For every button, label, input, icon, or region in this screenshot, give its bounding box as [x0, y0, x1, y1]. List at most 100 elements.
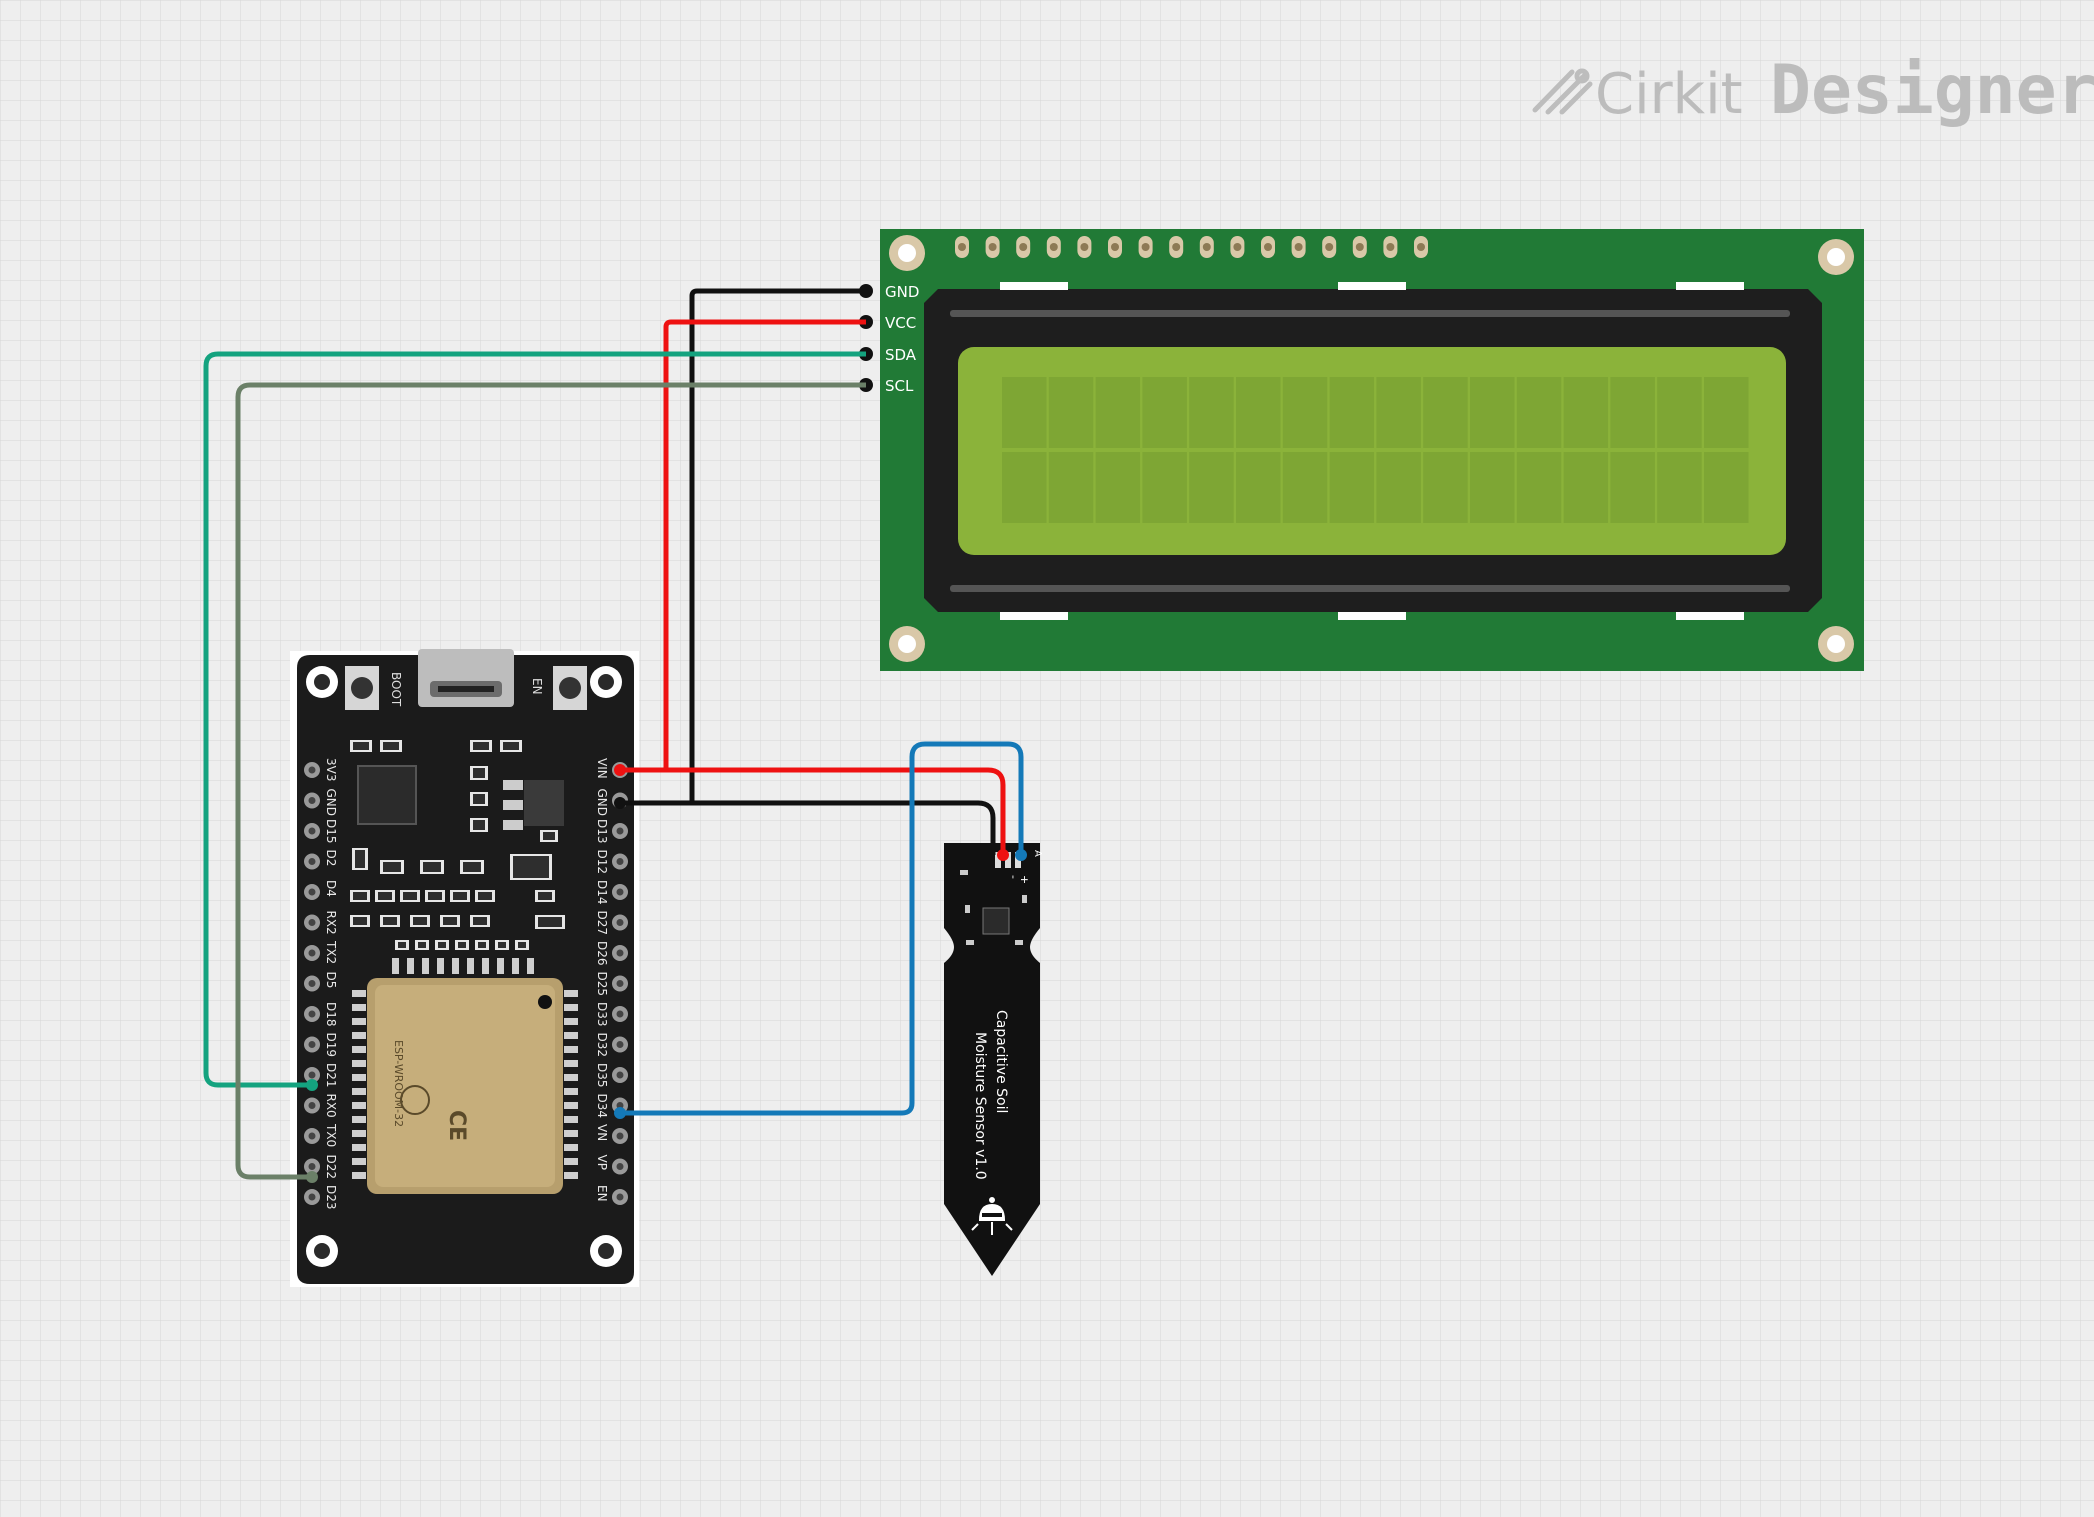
- esp32-pin-label: VIN: [595, 758, 609, 779]
- lcd-pin-label-scl: SCL: [885, 377, 914, 395]
- lcd-char-cell: [1002, 377, 1047, 448]
- esp32-pin-label: RX2: [324, 911, 338, 935]
- lcd-char-cell: [1657, 452, 1702, 523]
- en-button-label: EN: [530, 678, 544, 695]
- lcd-char-cell: [1095, 452, 1141, 523]
- lcd-module[interactable]: GND VCC SDA SCL: [859, 229, 1864, 671]
- esp32-pin-label: D14: [595, 880, 609, 905]
- esp32-pin-label: VP: [595, 1155, 609, 1170]
- dfrobot-logo-icon: [971, 1197, 1013, 1235]
- lcd-char-cell: [1423, 377, 1468, 448]
- esp-wroom-module: ESP-WROOM-32 CE: [352, 958, 578, 1194]
- lcd-char-cell: [1048, 377, 1094, 448]
- wire-sda[interactable]: [203, 351, 866, 1088]
- sensor-pcb: [944, 843, 1040, 1276]
- smd-components: [350, 740, 565, 950]
- lcd-char-cell: [1376, 452, 1421, 523]
- lcd-char-cell: [1657, 377, 1702, 448]
- brand-logo: Cirkit Designer: [1532, 51, 2094, 130]
- esp32-pin-label: TX0: [324, 1123, 338, 1147]
- lcd-char-cell: [1563, 377, 1609, 448]
- esp32-pin-label: TX2: [324, 940, 338, 964]
- esp32-pin-label: VN: [595, 1124, 609, 1141]
- cirkit-logo-icon: [1532, 68, 1593, 115]
- sensor-subtitle: Moisture Sensor v1.0: [972, 1032, 988, 1180]
- usb-uart-chip: [357, 765, 417, 825]
- esp32-pin-label: D2: [324, 850, 338, 867]
- wire-gnd-sensor[interactable]: [620, 800, 996, 855]
- wire-analog[interactable]: [620, 741, 1024, 1116]
- lcd-char-cell: [1282, 452, 1328, 523]
- esp32-pin-label: D35: [595, 1063, 609, 1088]
- wire-scl[interactable]: [235, 382, 866, 1180]
- esp32-pin-label: D18: [324, 1002, 338, 1027]
- esp32-pin-label: D23: [324, 1185, 338, 1210]
- lcd-char-cell: [1704, 452, 1749, 523]
- wroom-module-label: ESP-WROOM-32: [392, 1040, 405, 1127]
- lcd-char-cell: [1048, 452, 1094, 523]
- lcd-char-cell: [1704, 377, 1749, 448]
- esp32-pin-label: D19: [324, 1033, 338, 1058]
- lcd-pin-label-gnd: GND: [885, 283, 919, 301]
- esp32-pin-label: D26: [595, 941, 609, 966]
- lcd-char-cell: [1329, 377, 1375, 448]
- sensor-pin-a-label: A: [1032, 850, 1043, 857]
- esp32-pin-label: RX0: [324, 1094, 338, 1118]
- esp32-pin-label: D34: [595, 1094, 609, 1119]
- lcd-char-cell: [1376, 377, 1421, 448]
- esp32-pin-label: GND: [324, 789, 338, 817]
- lcd-char-cell: [1236, 452, 1281, 523]
- lcd-mount-holes: [889, 235, 1854, 662]
- ce-mark-icon: CE: [444, 1110, 469, 1141]
- esp32-pin-label: 3V3: [324, 758, 338, 781]
- brand-suffix: Designer: [1770, 51, 2094, 130]
- lcd-char-cell: [1236, 377, 1281, 448]
- sensor-pin-plus-label: +: [1018, 875, 1031, 884]
- lcd-header-pads: [955, 236, 1428, 258]
- lcd-char-cell: [1142, 377, 1187, 448]
- sensor-ic: [960, 870, 1027, 945]
- sensor-title: Capacitive Soil: [993, 1010, 1009, 1113]
- esp32-pin-label: D5: [324, 972, 338, 989]
- soil-moisture-sensor[interactable]: A - + Capacitive Soil Moisture Sensor v1…: [944, 843, 1043, 1276]
- lcd-char-cell: [1516, 452, 1562, 523]
- lcd-char-cell: [1610, 452, 1655, 523]
- esp32-mount-holes: [306, 666, 622, 1267]
- esp32-pin-label: D4: [324, 880, 338, 897]
- esp32-pin-label: D12: [595, 850, 609, 875]
- esp32-pin-label: D22: [324, 1155, 338, 1180]
- wires: [203, 288, 1024, 1180]
- esp32-pin-label: D25: [595, 972, 609, 997]
- lcd-char-cell: [1470, 452, 1515, 523]
- wire-vcc-sensor[interactable]: [620, 767, 1006, 855]
- sensor-pin-minus-label: -: [1007, 875, 1020, 879]
- voltage-regulator: [503, 780, 564, 830]
- wire-endpoints: [306, 764, 1027, 1183]
- lcd-char-cell: [1423, 452, 1468, 523]
- lcd-char-cell: [1142, 452, 1187, 523]
- lcd-char-cell: [1516, 377, 1562, 448]
- lcd-i2c-pins[interactable]: GND VCC SDA SCL: [859, 283, 919, 395]
- usb-connector: [418, 649, 514, 707]
- lcd-char-cell: [1095, 377, 1141, 448]
- esp32-pin-label: D15: [324, 819, 338, 844]
- lcd-pin-label-vcc: VCC: [885, 314, 916, 332]
- espressif-logo-icon: [400, 1085, 430, 1115]
- esp32-pin-label: D33: [595, 1002, 609, 1027]
- lcd-char-cell: [1189, 452, 1234, 523]
- esp32-pin-label: D21: [324, 1063, 338, 1088]
- esp32-pin-label: GND: [595, 789, 609, 817]
- lcd-char-cell: [1563, 452, 1609, 523]
- lcd-char-cell: [1189, 377, 1234, 448]
- boot-button-label: BOOT: [389, 672, 403, 707]
- boot-button[interactable]: [345, 666, 379, 710]
- lcd-char-cell: [1002, 452, 1047, 523]
- lcd-char-cell: [1329, 452, 1375, 523]
- lcd-character-cells: [1002, 377, 1749, 523]
- lcd-char-cell: [1610, 377, 1655, 448]
- en-button[interactable]: [553, 666, 587, 710]
